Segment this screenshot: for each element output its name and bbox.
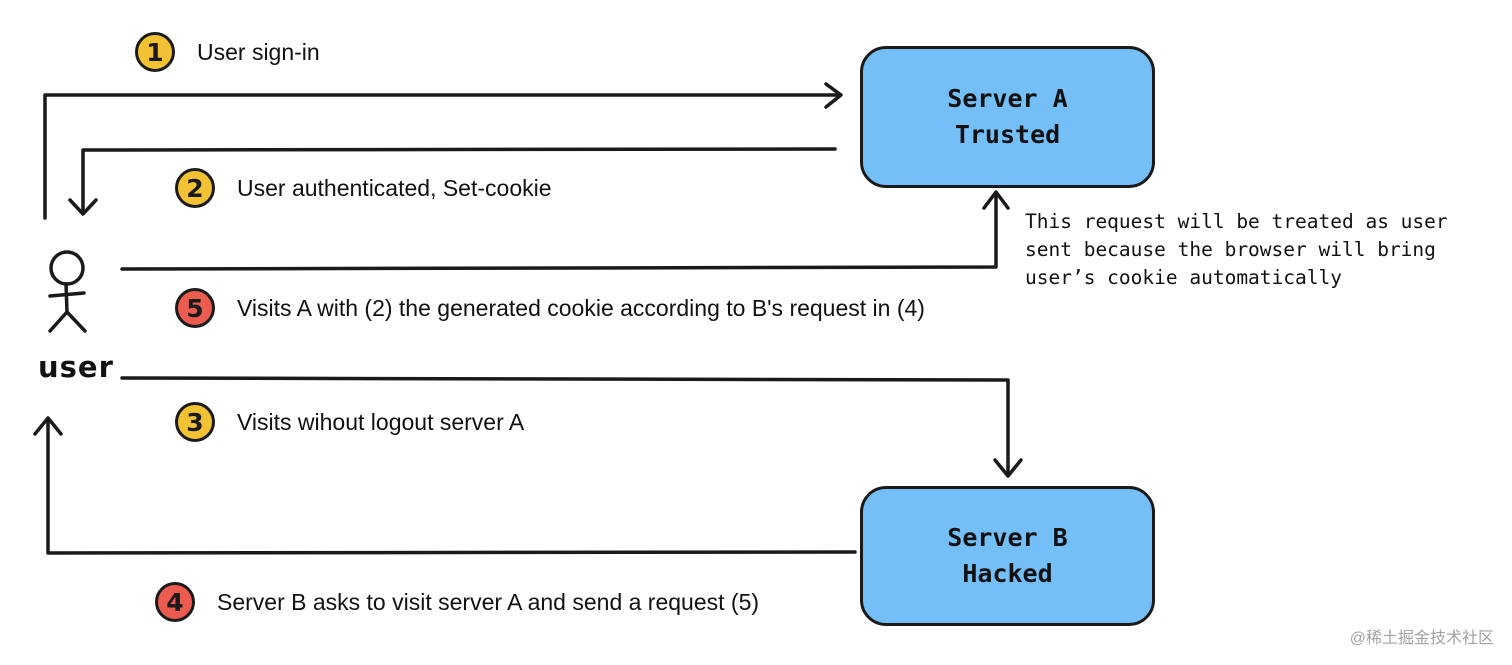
arrow-authenticated [81, 147, 837, 214]
step-1: 1 User sign-in [135, 32, 320, 72]
server-b-name: Server B [947, 523, 1068, 552]
watermark: @稀土掘金技术社区 [1349, 630, 1494, 647]
step-4: 4 Server B asks to visit server A and se… [155, 582, 759, 622]
step-1-label: User sign-in [197, 38, 320, 65]
step-3-label: Visits wihout logout server A [237, 408, 525, 435]
arrow-server-b-request-head [33, 416, 63, 436]
step-2-label: User authenticated, Set-cookie [237, 174, 552, 201]
user-label: user [38, 350, 114, 384]
arrow-sign-in-head [824, 82, 843, 109]
step-4-badge: 4 [155, 582, 195, 622]
server-b-box: Server B Hacked [860, 486, 1155, 626]
step-5: 5 Visits A with (2) the generated cookie… [175, 288, 925, 328]
arrow-visit-b [120, 376, 1010, 474]
server-a-box: Server A Trusted [860, 46, 1155, 188]
step-5-label: Visits A with (2) the generated cookie a… [237, 294, 925, 321]
server-a-status: Trusted [954, 120, 1061, 149]
user-stick-figure-icon [48, 250, 87, 333]
step-2: 2 User authenticated, Set-cookie [175, 168, 552, 208]
cookie-note-line-2: sent because the browser will bring [1025, 238, 1436, 261]
arrow-visit-b-head [993, 458, 1023, 478]
step-1-badge: 1 [135, 32, 175, 72]
arrow-visit-a-with-cookie [120, 194, 998, 271]
arrow-authenticated-head [68, 198, 98, 216]
server-b-status: Hacked [962, 559, 1053, 588]
arrow-sign-in [43, 93, 840, 220]
server-a-name: Server A [947, 84, 1068, 113]
cookie-note: This request will be treated as user sen… [1025, 208, 1448, 292]
step-5-badge: 5 [175, 288, 215, 328]
step-4-label: Server B asks to visit server A and send… [217, 588, 760, 615]
cookie-note-line-1: This request will be treated as user [1025, 210, 1448, 233]
step-3-badge: 3 [175, 402, 215, 442]
arrow-visit-a-with-cookie-head [982, 190, 1010, 210]
arrow-server-b-request [46, 419, 857, 555]
cookie-note-line-3: user’s cookie automatically [1025, 266, 1342, 289]
step-2-badge: 2 [175, 168, 215, 208]
step-3: 3 Visits wihout logout server A [175, 402, 524, 442]
